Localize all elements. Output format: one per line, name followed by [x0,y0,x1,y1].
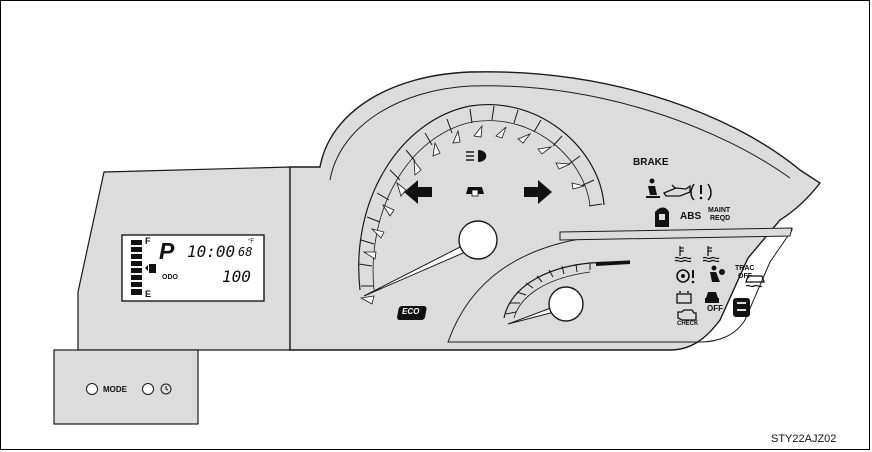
fuel-gauge-bars [131,240,142,295]
door-open-icon [655,207,669,227]
vsc-indicator-icon [733,298,750,317]
mode-button[interactable] [86,383,98,395]
clock-icon [160,383,172,395]
tachometer [503,260,631,325]
eco-indicator-label: ECO [402,307,420,316]
coolant-temp-high-icon [674,246,692,263]
clock-display: 10:00 [187,242,236,261]
vsc-off-label: OFF [707,304,723,313]
coolant-temp-low-icon [702,246,720,263]
oil-pressure-icon [663,184,691,197]
check-engine-label: CHECK [677,321,699,327]
shift-position-indicator: P [159,238,175,264]
left-turn-arrow-icon [404,180,432,204]
fuel-full-label: F [145,236,151,246]
eco-indicator-badge [397,306,427,320]
mode-switch-box [53,349,199,425]
figure-code: STY22AJZ02 [771,433,837,445]
trac-off-label-line1: TRAC [735,265,755,272]
maint-reqd-label-line1: MAINT [708,207,731,214]
tire-pressure-icon [690,183,712,201]
fuel-empty-label: E [145,289,152,299]
mode-button-label: MODE [103,385,127,394]
engine-check-icon [677,309,697,321]
airbag-warning-icon [710,265,725,282]
headlight-high-beam-icon [466,150,487,162]
trac-off-label-line2: OFF [738,273,752,280]
vsc-off-icon [705,292,719,303]
fuel-pump-icon [145,264,156,273]
right-turn-arrow-icon [524,180,552,204]
separator-bar [559,227,793,241]
abs-warning-label: ABS [680,211,702,222]
brake-warning-label: BRAKE [633,157,669,168]
seatbelt-warning-icon [646,178,660,198]
security-indicator-icon [466,187,484,197]
speedometer [358,104,605,305]
charging-system-icon [676,291,692,304]
trip-mode-label: ODO [162,274,178,281]
cluster-inner-outline [329,85,791,181]
power-steering-warning-icon [676,269,695,284]
temperature-unit: °F [248,239,255,245]
outside-temperature: 68 [238,245,253,259]
clock-button[interactable] [142,383,154,395]
maint-reqd-label-line2: REQD [710,215,731,222]
slip-indicator-icon [745,275,765,288]
odometer-value: 100 [222,267,251,286]
